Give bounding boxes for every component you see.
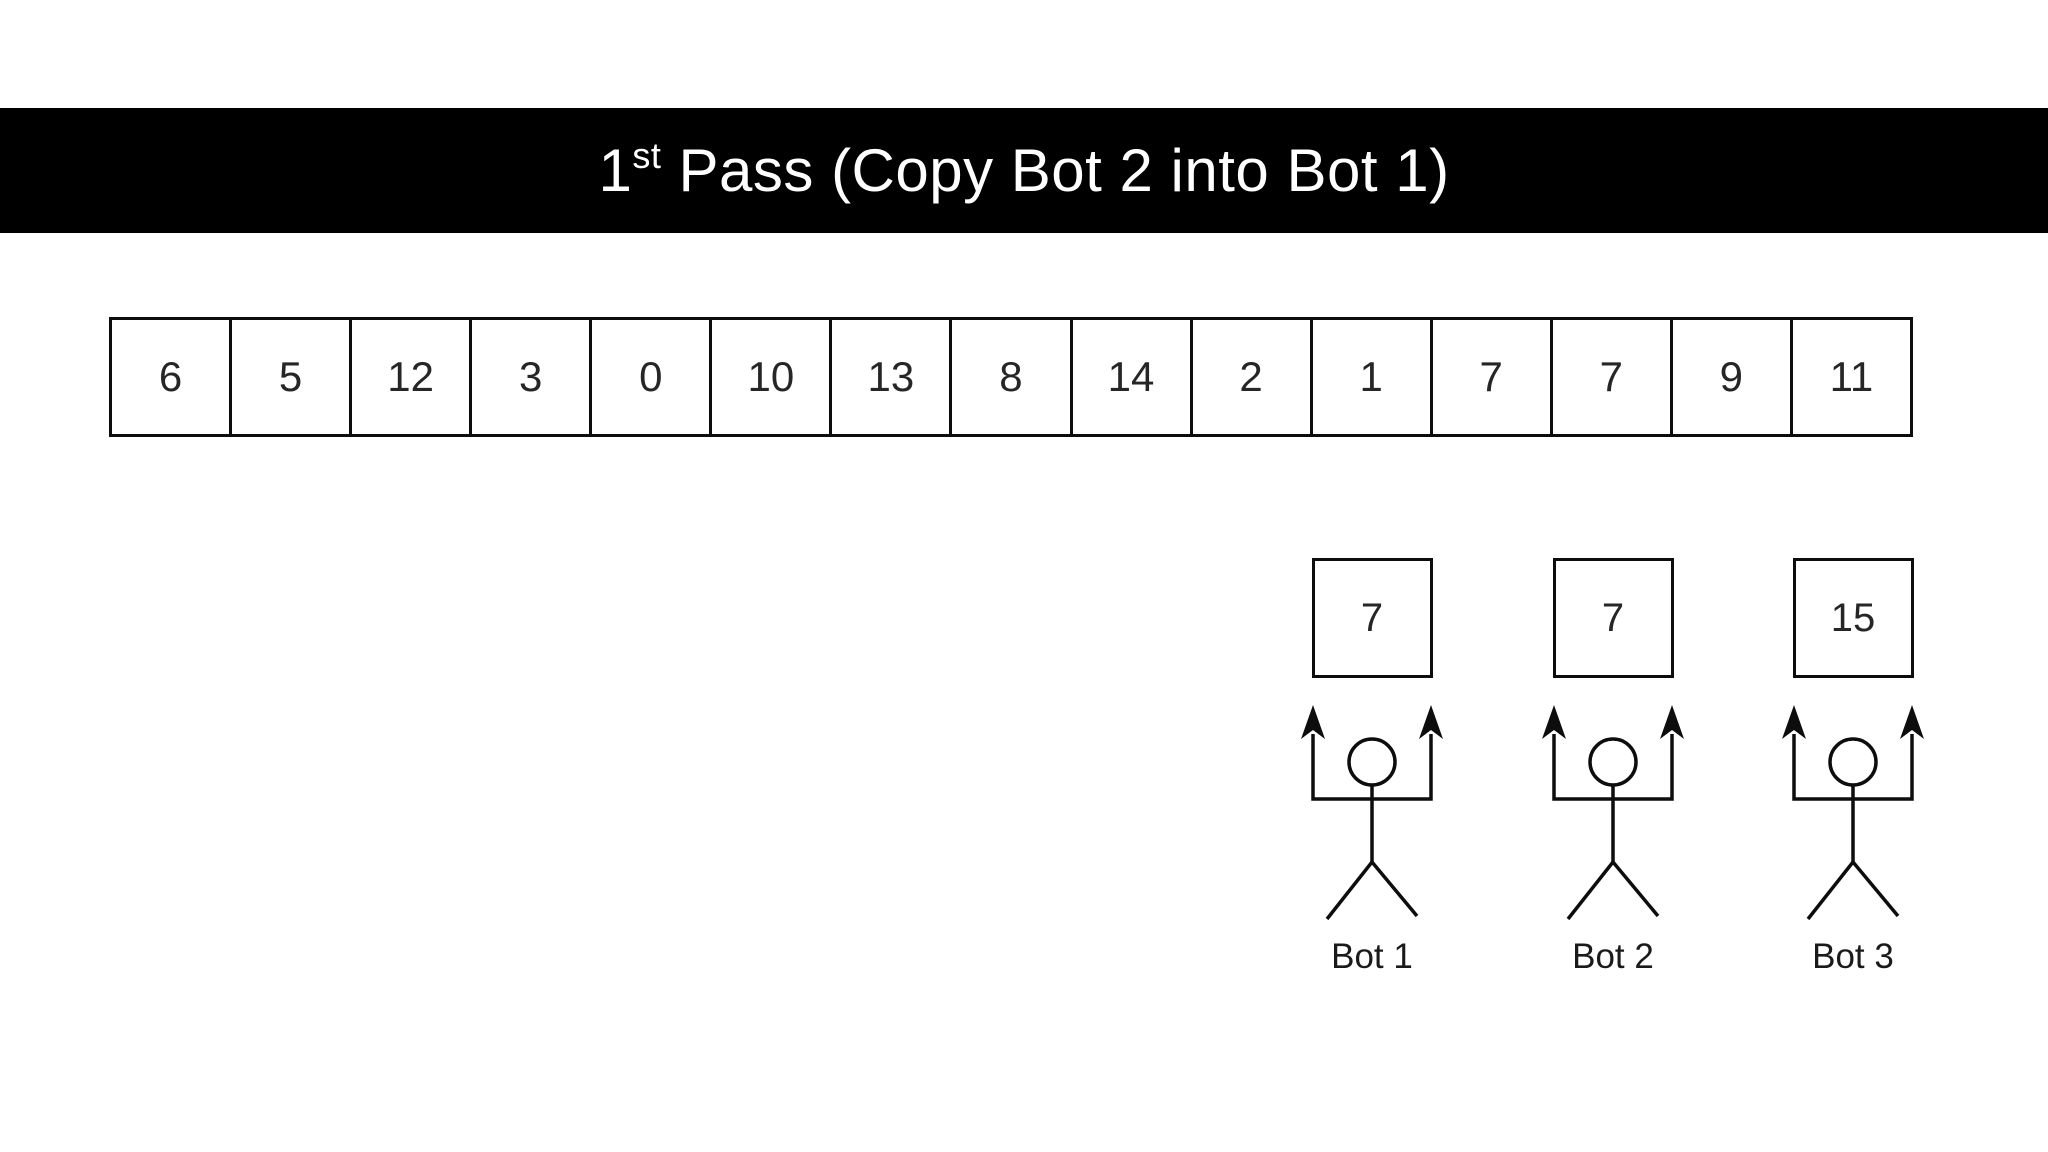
array-cell-3: 3: [472, 320, 593, 434]
array-cell-4: 0: [592, 320, 713, 434]
number-array: 6 5 12 3 0 10 13 8 14 2 1 7 7 9 11: [109, 317, 1913, 437]
array-cell-13: 9: [1673, 320, 1793, 434]
array-cell-0: 6: [112, 320, 233, 434]
bot-2-group: 7 Bot 2: [1483, 558, 1743, 978]
stick-figure-icon: [1542, 705, 1684, 921]
up-arrow-right-icon: [1419, 705, 1443, 739]
up-arrow-right-icon: [1900, 705, 1924, 739]
title-banner: 1st Pass (Copy Bot 2 into Bot 1): [0, 108, 2048, 233]
array-cell-12: 7: [1553, 320, 1673, 434]
legs-lines: [1325, 859, 1419, 921]
legs-lines: [1566, 859, 1660, 921]
bot-2-held-value-box: 7: [1552, 558, 1674, 678]
head-circle: [1347, 737, 1397, 787]
array-cell-1: 5: [232, 320, 353, 434]
bot-3-group: 15 Bot 3: [1723, 558, 1983, 978]
title-ordinal-suffix: st: [632, 135, 662, 176]
stick-figure-icon: [1301, 705, 1443, 921]
title-ordinal-number: 1: [598, 137, 633, 204]
array-cell-8: 14: [1073, 320, 1193, 434]
legs-lines: [1806, 859, 1900, 921]
bot-3-label: Bot 3: [1812, 937, 1894, 976]
array-cell-11: 7: [1433, 320, 1553, 434]
array-cell-2: 12: [352, 320, 473, 434]
array-cell-9: 2: [1193, 320, 1313, 434]
head-circle: [1828, 737, 1878, 787]
array-cell-6: 13: [832, 320, 953, 434]
bot-2-label: Bot 2: [1572, 937, 1654, 976]
up-arrow-right-icon: [1660, 705, 1684, 739]
title-text: Pass (Copy Bot 2 into Bot 1): [661, 137, 1450, 204]
array-cell-10: 1: [1313, 320, 1433, 434]
up-arrow-left-icon: [1542, 705, 1566, 739]
up-arrow-left-icon: [1301, 705, 1325, 739]
bot-1-group: 7 Bot 1: [1242, 558, 1502, 978]
stick-figure-icon: [1782, 705, 1924, 921]
array-cell-7: 8: [952, 320, 1073, 434]
array-cell-14: 11: [1829, 353, 1874, 400]
array-cell-5: 10: [712, 320, 833, 434]
head-circle: [1588, 737, 1638, 787]
bot-1-label: Bot 1: [1331, 937, 1413, 976]
up-arrow-left-icon: [1782, 705, 1806, 739]
bot-3-held-value-box: 15: [1792, 558, 1914, 678]
bot-1-held-value-box: 7: [1311, 558, 1433, 678]
page-title: 1st Pass (Copy Bot 2 into Bot 1): [598, 136, 1449, 205]
